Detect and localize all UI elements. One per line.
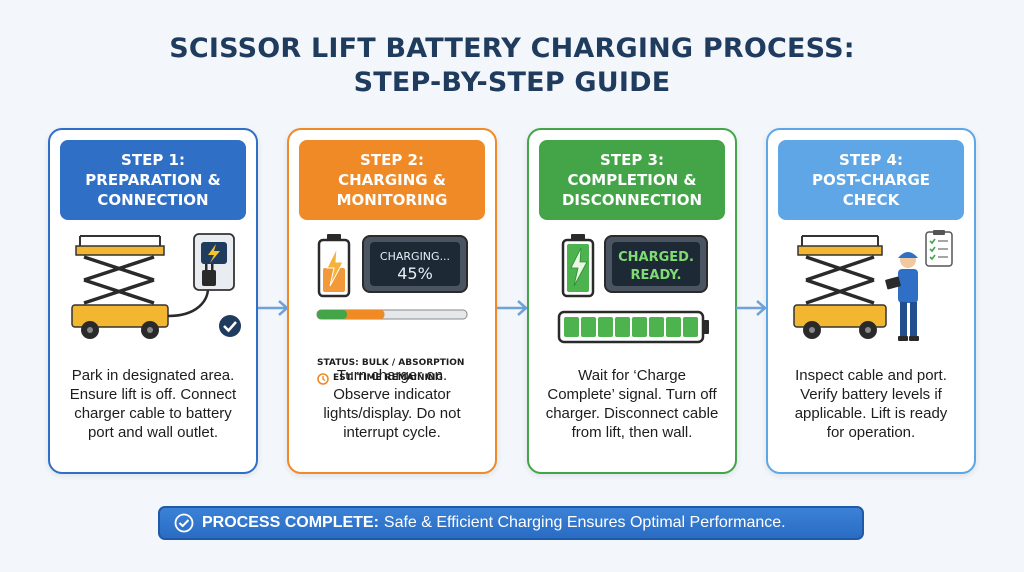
arrow-icon	[736, 300, 767, 316]
page-title: SCISSOR LIFT BATTERY CHARGING PROCESS: S…	[0, 32, 1024, 100]
progress-fill-start	[317, 310, 347, 319]
step-1-card: STEP 1: PREPARATION & CONNECTION	[48, 128, 258, 474]
step-3-desc-line-3: charger. Disconnect cable	[545, 405, 719, 422]
title-line-1: SCISSOR LIFT BATTERY CHARGING PROCESS:	[169, 33, 855, 64]
step-2-header: STEP 2: CHARGING & MONITORING	[299, 140, 485, 220]
technician-icon	[885, 252, 919, 341]
checkmark-icon	[219, 315, 241, 337]
step-2-title-a: CHARGING &	[338, 171, 446, 189]
plug-icon	[202, 264, 216, 286]
full-battery-icon	[561, 234, 595, 298]
step-1-illustration	[71, 233, 241, 339]
step-3-card: STEP 3: COMPLETION & DISCONNECTION CHARG…	[527, 128, 737, 474]
check-circle-icon	[174, 513, 194, 533]
step-4-desc-line-1: Inspect cable and port.	[795, 367, 947, 384]
clock-icon	[317, 372, 329, 385]
charger-display-icon: CHARGED. READY.	[604, 235, 708, 293]
step-4-title-a: POST-CHARGE	[811, 171, 931, 189]
step-2-status: STATUS: BULK / ABSORPTION EST. TIME REMA…	[317, 356, 464, 386]
step-3-title-b: DISCONNECTION	[561, 191, 703, 209]
step-4-desc-line-3: applicable. Lift is ready	[794, 405, 948, 422]
battery-bar-icon	[557, 310, 709, 344]
step-3-description: Wait for ‘Charge Complete’ signal. Turn …	[535, 366, 729, 442]
step-2-desc-line-4: interrupt cycle.	[343, 424, 441, 441]
step-1-description: Park in designated area. Ensure lift is …	[56, 366, 250, 442]
scissor-lift-icon	[793, 235, 887, 339]
step-1-desc-line-1: Park in designated area.	[71, 367, 235, 384]
step-2-display-line-1: CHARGING...	[380, 250, 450, 263]
step-2-title-b: MONITORING	[336, 191, 448, 209]
step-4-title-b: CHECK	[842, 191, 900, 209]
step-4-illustration	[793, 230, 953, 341]
step-3-header: STEP 3: COMPLETION & DISCONNECTION	[539, 140, 725, 220]
step-2-desc-line-3: lights/display. Do not	[323, 405, 461, 422]
step-3-display-line-2: READY.	[631, 268, 682, 283]
step-2-desc-line-2: Observe indicator	[333, 386, 451, 403]
charger-display-icon: CHARGING... 45%	[362, 235, 468, 293]
step-2-card: STEP 2: CHARGING & MONITORING CHARGING..…	[287, 128, 497, 474]
step-4-desc-line-4: for operation.	[826, 424, 916, 441]
step-3-desc-line-2: Complete’ signal. Turn off	[547, 386, 717, 403]
step-4-number: STEP 4:	[839, 151, 903, 169]
banner-bold-text: PROCESS COMPLETE:	[202, 514, 379, 531]
step-4-header: STEP 4: POST-CHARGE CHECK	[778, 140, 964, 220]
step-3-illustration: CHARGED. READY.	[557, 234, 709, 344]
checklist-icon	[925, 230, 953, 267]
banner-text: Safe & Efficient Charging Ensures Optima…	[383, 514, 786, 531]
title-line-2: STEP-BY-STEP GUIDE	[353, 67, 671, 98]
step-2-illustration: CHARGING... 45%	[316, 234, 468, 320]
step-2-status-text: STATUS: BULK / ABSORPTION	[317, 358, 465, 368]
step-4-desc-line-2: Verify battery levels if	[800, 386, 942, 403]
step-2-desc-line-1: Turn charger on.	[336, 367, 448, 384]
step-4-card: STEP 4: POST-CHARGE CHECK	[766, 128, 976, 474]
step-1-title-a: PREPARATION &	[85, 171, 221, 189]
step-1-number: STEP 1:	[121, 151, 185, 169]
step-1-title-b: CONNECTION	[97, 191, 209, 209]
charging-battery-icon	[317, 234, 351, 298]
step-3-desc-line-1: Wait for ‘Charge	[578, 367, 686, 384]
step-2-number: STEP 2:	[360, 151, 424, 169]
step-4-description: Inspect cable and port. Verify battery l…	[774, 366, 968, 442]
arrow-icon	[497, 300, 528, 316]
process-complete-banner: PROCESS COMPLETE: Safe & Efficient Charg…	[158, 506, 864, 540]
step-3-title-a: COMPLETION &	[567, 171, 697, 189]
step-2-time-remaining: EST. TIME REMAINING	[333, 373, 443, 383]
step-3-number: STEP 3:	[600, 151, 664, 169]
step-1-header: STEP 1: PREPARATION & CONNECTION	[60, 140, 246, 220]
step-3-display-line-1: CHARGED.	[618, 250, 694, 265]
scissor-lift-icon	[71, 235, 169, 339]
step-1-desc-line-3: charger cable to battery	[74, 405, 232, 422]
step-2-display-line-2: 45%	[397, 264, 433, 283]
step-2-description: Turn charger on. Observe indicator light…	[295, 366, 489, 442]
step-3-desc-line-4: from lift, then wall.	[571, 424, 693, 441]
step-1-desc-line-4: port and wall outlet.	[87, 424, 219, 441]
step-1-desc-line-2: Ensure lift is off. Connect	[69, 386, 237, 403]
